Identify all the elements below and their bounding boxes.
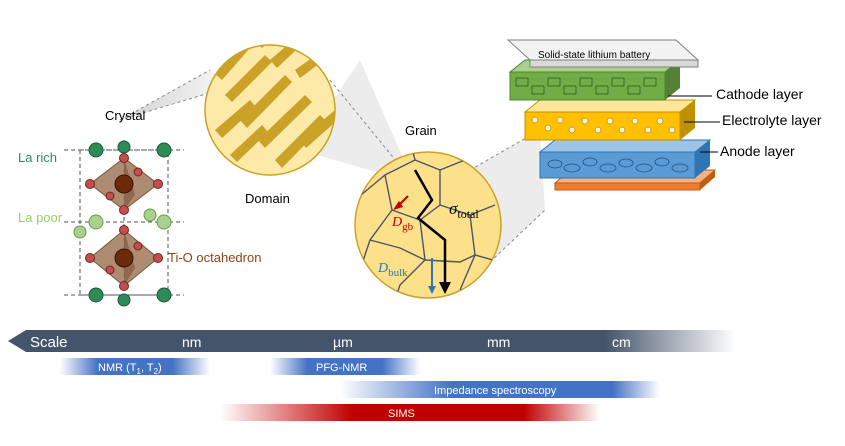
- battery-top-label: Solid-state lithium battery: [538, 50, 650, 61]
- d-gb-label: Dgb: [391, 215, 414, 233]
- nmr-bar: [60, 358, 210, 375]
- sigma-total-label: σtotal: [449, 199, 479, 221]
- pfg-nmr-bar: [270, 358, 420, 375]
- la-rich-atoms: [88, 140, 172, 307]
- domain-circle: [204, 44, 336, 176]
- la-poor-label: La poor: [18, 210, 63, 225]
- scale-label: Scale: [30, 334, 68, 351]
- scale-tick-cm: cm: [612, 334, 631, 350]
- cathode-label: Cathode layer: [716, 86, 804, 102]
- d-bulk-label: Dbulk: [377, 261, 408, 279]
- scale-tick-mm: mm: [487, 334, 510, 350]
- anode-slab: [538, 139, 712, 179]
- crystal-title: Crystal: [105, 108, 146, 123]
- pfg-nmr-label: PFG-NMR: [316, 362, 367, 374]
- la-poor-atoms: [73, 208, 172, 239]
- impedance-label: Impedance spectroscopy: [434, 385, 557, 397]
- scale-tick-um: µm: [333, 334, 353, 350]
- electrolyte-slab: [523, 99, 697, 141]
- battery-stack: [506, 39, 717, 191]
- nmr-label: NMR (T1, T2): [98, 362, 162, 376]
- gb-arrowhead: [393, 201, 403, 210]
- sigma-arrowhead: [439, 282, 451, 294]
- bulk-arrowhead: [428, 286, 436, 294]
- anode-label: Anode layer: [720, 143, 795, 159]
- sims-label: SIMS: [388, 408, 415, 420]
- scale-tick-nm: nm: [182, 334, 201, 350]
- oxygen-atoms: [85, 153, 163, 291]
- grain-label: Grain: [405, 123, 437, 138]
- octahedron-label: Ti-O octahedron: [168, 250, 261, 265]
- crystal-structure: [64, 140, 184, 307]
- impedance-bar: [340, 381, 660, 398]
- scale-bar: [8, 330, 735, 352]
- electrolyte-label: Electrolyte layer: [722, 112, 822, 128]
- sims-bar: [220, 404, 600, 421]
- la-rich-label: La rich: [18, 150, 57, 165]
- domain-label: Domain: [245, 191, 290, 206]
- sigma-total-path: [413, 169, 447, 285]
- top-plate: [506, 39, 700, 68]
